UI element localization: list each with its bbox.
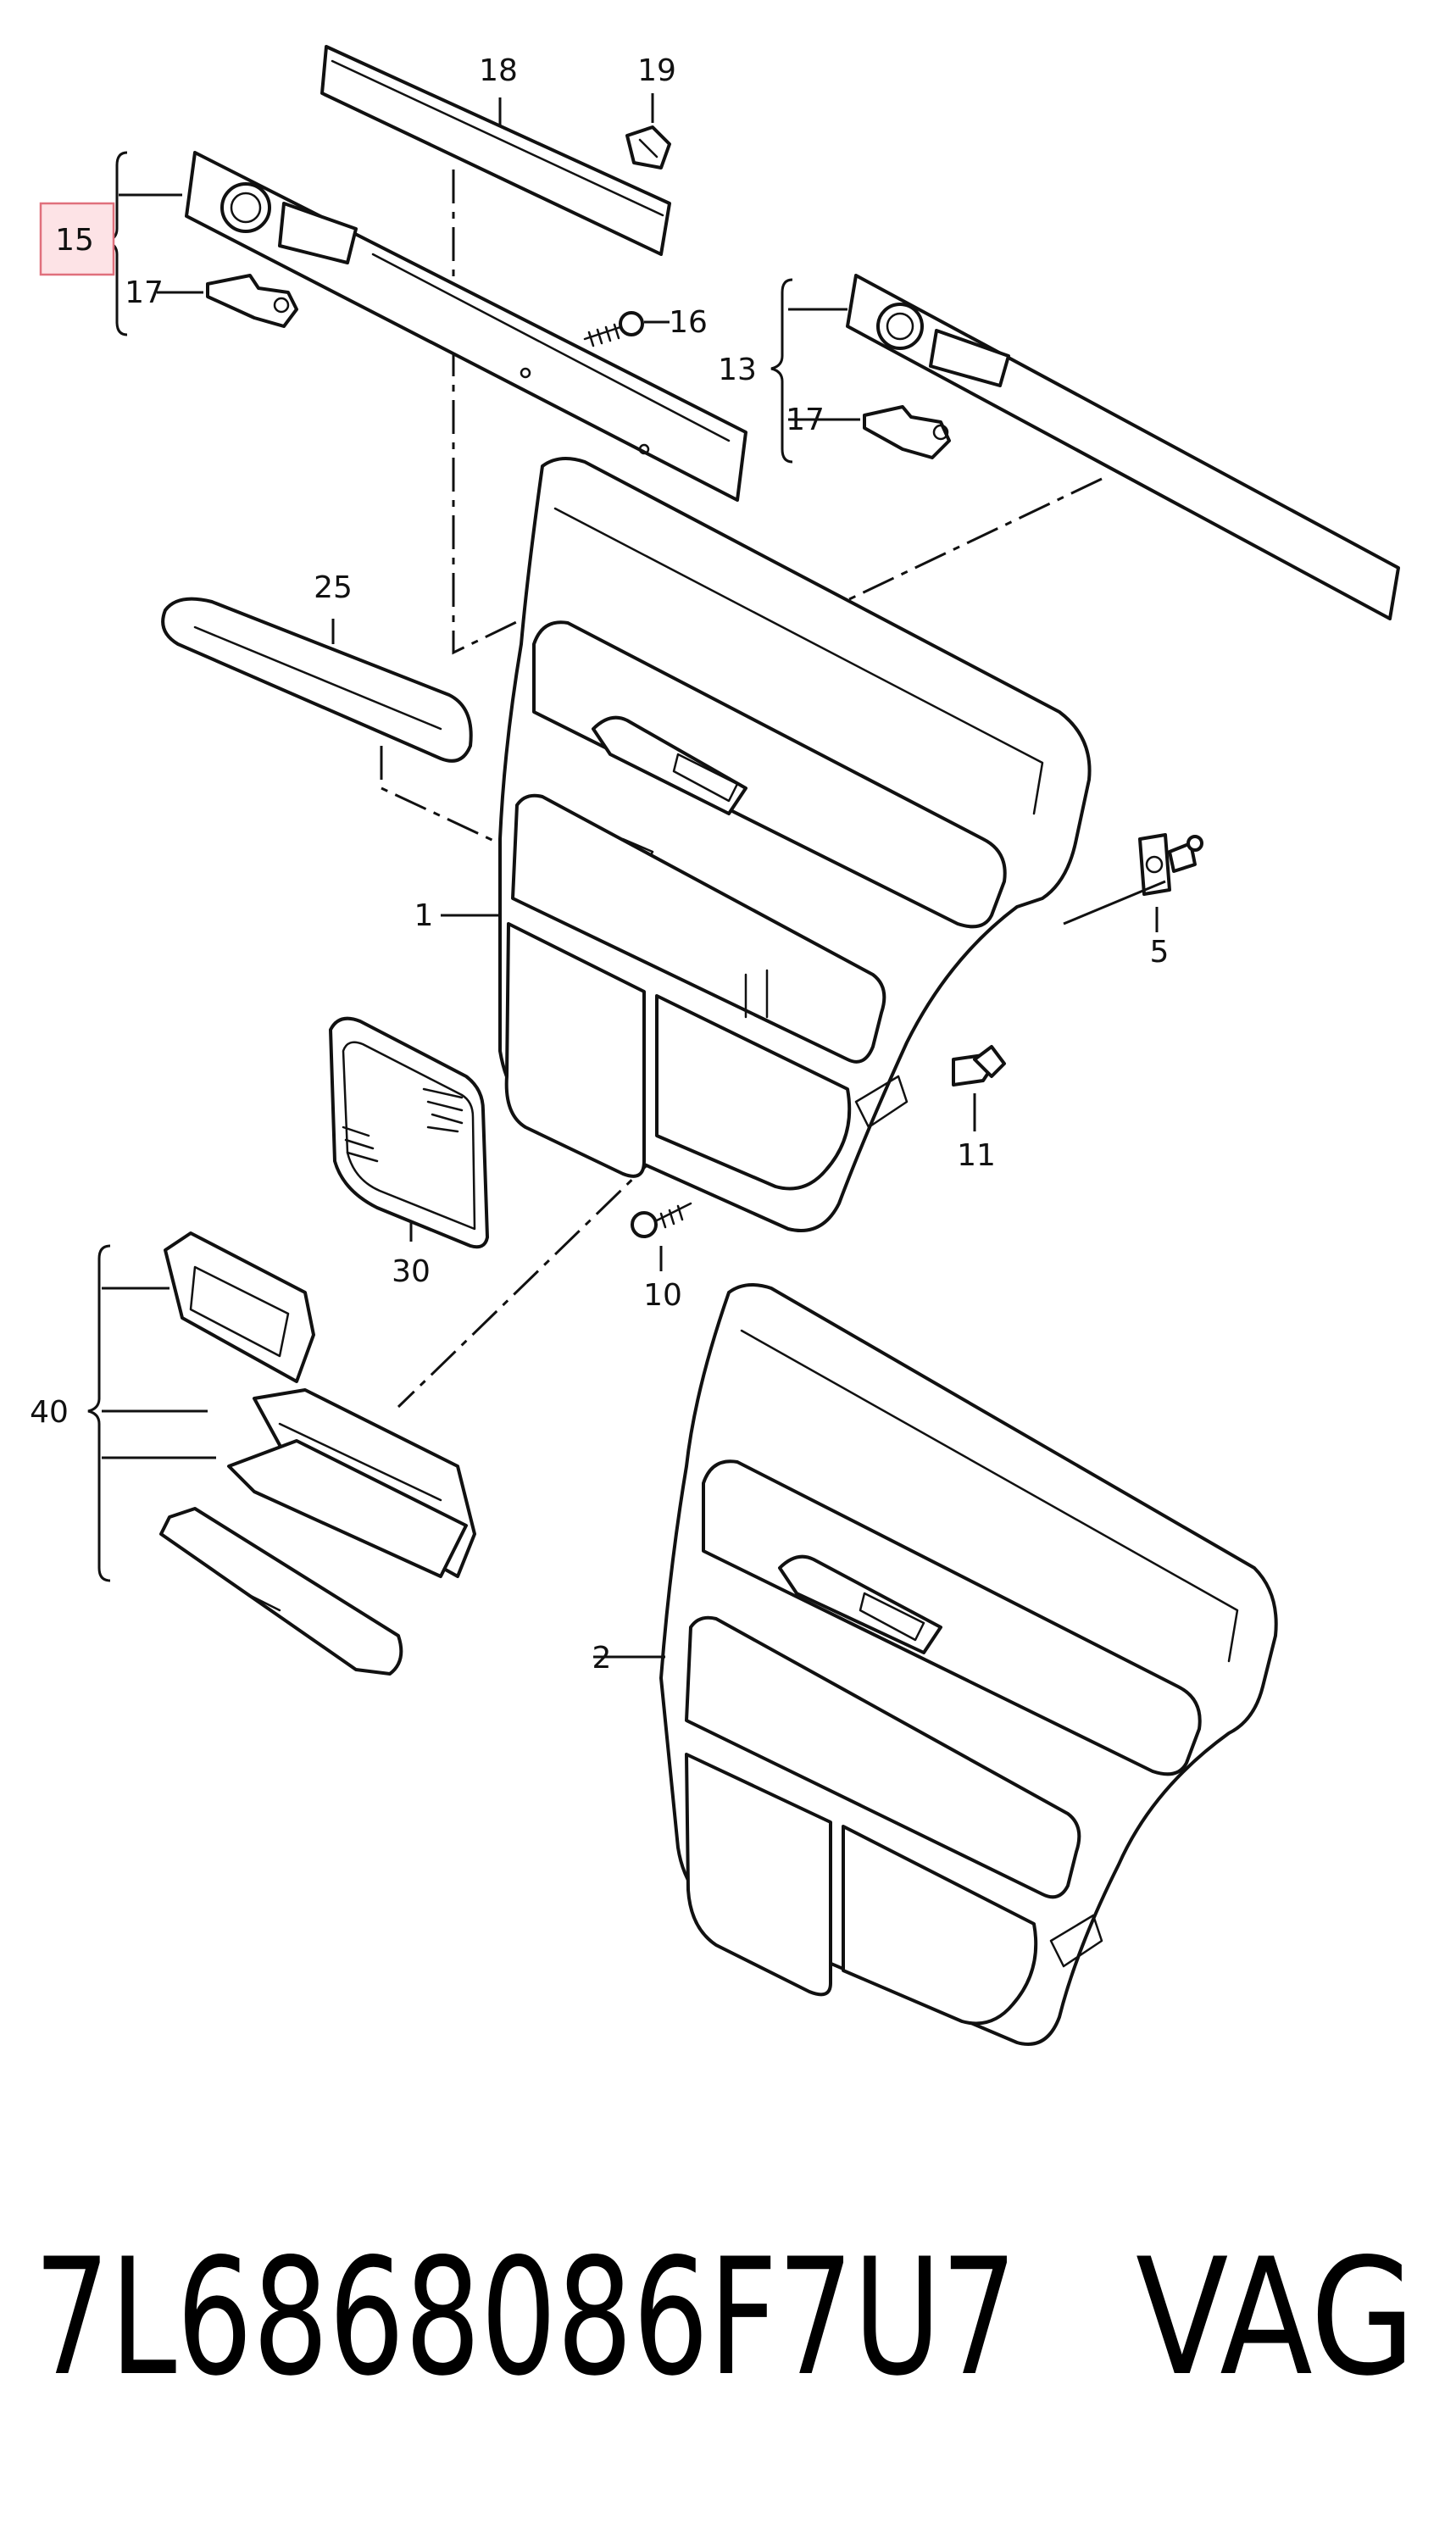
part-5-clip — [1138, 833, 1203, 896]
callout-17-right: 17 — [786, 403, 825, 437]
part-1-door-panel — [498, 457, 1092, 1232]
callout-18: 18 — [479, 53, 518, 88]
callout-40: 40 — [30, 1395, 69, 1430]
callout-17-left: 17 — [125, 275, 164, 310]
callout-15: 15 — [55, 223, 94, 258]
part-10-screw — [631, 1202, 692, 1238]
part-15-trim-panel — [185, 151, 747, 502]
part-19-clip — [625, 125, 671, 170]
part-17-handle-bracket-right — [863, 405, 951, 459]
callout-10: 10 — [643, 1278, 682, 1313]
callout-numbers: 18 19 15 17 16 13 17 25 1 5 11 30 10 40 … — [30, 53, 1169, 1676]
part-16-screw — [583, 311, 644, 347]
part-13-trim-panel-right — [846, 274, 1400, 620]
callout-25: 25 — [314, 570, 353, 605]
part-30-speaker-grille — [329, 1016, 489, 1249]
callout-30: 30 — [392, 1254, 431, 1289]
part-18-moulding-strip — [320, 45, 671, 256]
callout-1: 1 — [414, 898, 434, 933]
callout-16: 16 — [669, 305, 708, 340]
part-11-push-clip — [952, 1045, 1006, 1087]
callout-13: 13 — [718, 353, 757, 387]
callout-2: 2 — [592, 1641, 612, 1676]
highlight-box-15 — [39, 202, 115, 276]
part-17-handle-bracket-left — [206, 274, 298, 328]
brand-text: VAG — [1136, 2224, 1415, 2411]
callout-5: 5 — [1150, 935, 1170, 970]
part-25-armrest-strip — [161, 597, 473, 763]
part-number-text: 7L6868086F7U7 — [34, 2224, 1017, 2411]
callout-11: 11 — [957, 1138, 996, 1173]
part-2-door-panel — [659, 1283, 1278, 2046]
callout-19: 19 — [637, 53, 676, 88]
part-40-ashtray-assembly — [159, 1231, 476, 1676]
